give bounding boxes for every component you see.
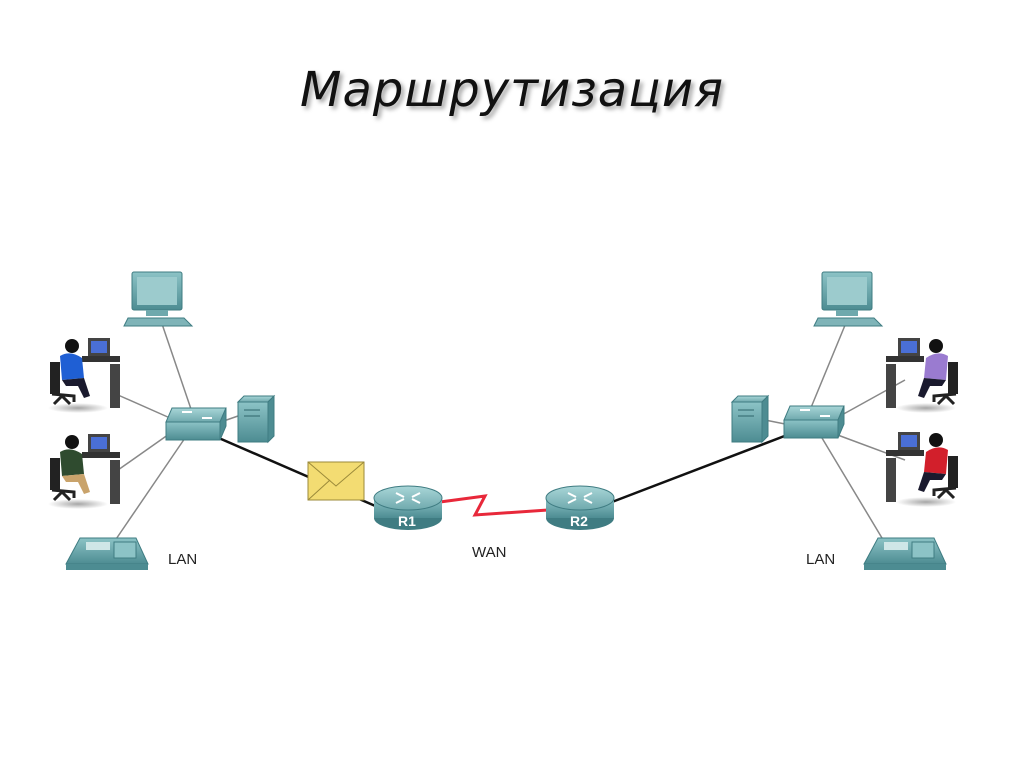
- envelope-icon: [307, 461, 365, 501]
- link-left-monitor: [159, 317, 193, 413]
- link-right-user2: [834, 433, 906, 461]
- ip-phone-icon: [65, 537, 149, 570]
- link-left-phone: [111, 437, 186, 546]
- ip-phone-icon: [863, 537, 947, 570]
- link-left-user2: [117, 431, 173, 471]
- router-icon: R1: [373, 485, 443, 530]
- user-workstation-icon: [48, 338, 120, 413]
- right-lan-label: LAN: [806, 551, 835, 568]
- wan-link: [439, 494, 549, 517]
- router1-label: R1: [398, 513, 416, 529]
- switch-icon: [165, 407, 227, 441]
- link-right-phone: [821, 437, 889, 549]
- user-workstation-icon: [886, 338, 958, 413]
- user-workstation-icon: [48, 434, 120, 509]
- server-icon: [236, 394, 276, 444]
- router-icon: R2: [545, 485, 615, 530]
- link-router2-switch2: [611, 430, 796, 504]
- switch-icon: [783, 405, 845, 439]
- server-icon: [730, 394, 770, 444]
- user-workstation-icon: [886, 432, 958, 507]
- monitor-icon: [123, 271, 194, 327]
- link-left-user1: [117, 394, 171, 419]
- monitor-icon: [813, 271, 884, 327]
- slide-title: Маршрутизация: [300, 62, 724, 118]
- wan-label: WAN: [472, 544, 506, 561]
- router2-label: R2: [570, 513, 588, 529]
- link-right-monitor: [809, 317, 849, 411]
- left-lan-label: LAN: [168, 551, 197, 568]
